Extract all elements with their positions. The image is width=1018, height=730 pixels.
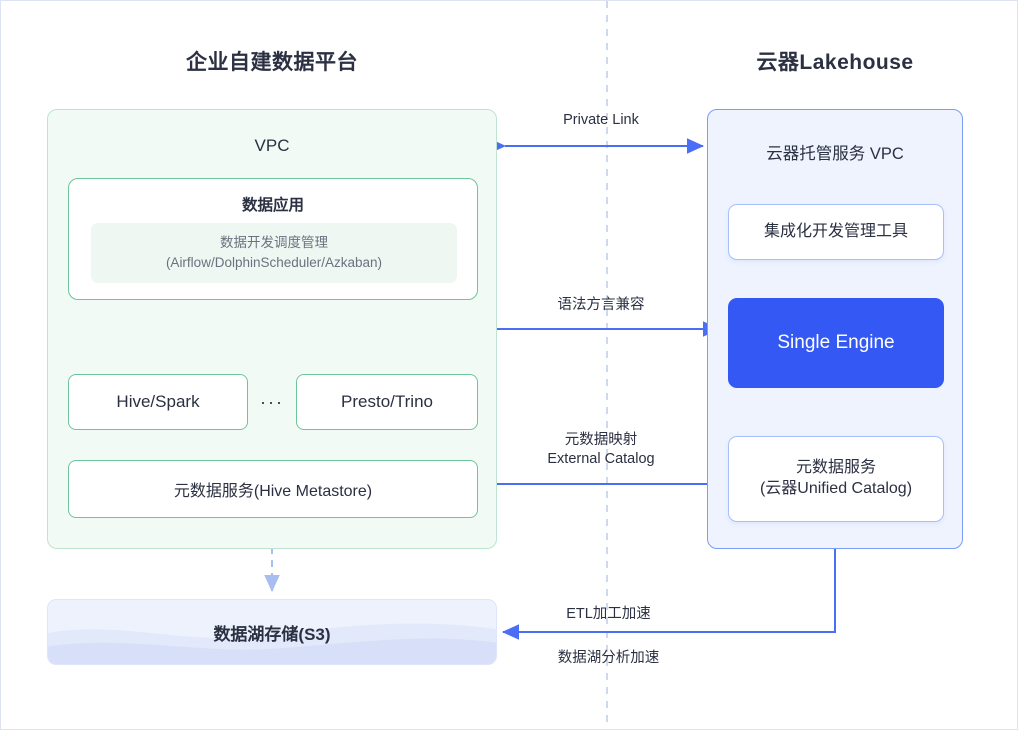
data-application-title: 数据应用 <box>241 197 304 214</box>
engine-card-hive-spark: Hive/Spark <box>68 374 248 430</box>
caption-lake-analysis-acceleration: 数据湖分析加速 <box>557 650 660 666</box>
unified-catalog-line1: 元数据服务 <box>795 459 876 477</box>
scheduler-tools: (Airflow/DolphinScheduler/Azkaban) <box>165 254 383 270</box>
engine-card-presto-trino: Presto/Trino <box>296 374 478 430</box>
unified-catalog-card: 元数据服务 (云器Unified Catalog) <box>728 436 944 522</box>
scheduler-card: 数据开发调度管理 (Airflow/DolphinScheduler/Azkab… <box>91 223 457 283</box>
data-lake-storage-label: 数据湖存储(S3) <box>213 624 331 644</box>
single-engine-label: Single Engine <box>777 332 895 353</box>
caption-etl-acceleration: ETL加工加速 <box>566 606 651 622</box>
engine-label-presto-trino: Presto/Trino <box>341 392 433 411</box>
integrated-dev-tool-card: 集成化开发管理工具 <box>728 204 944 260</box>
vpc-panel-label: VPC <box>254 136 290 155</box>
caption-syntax-compatibility: 语法方言兼容 <box>557 297 645 313</box>
integrated-dev-tool-label: 集成化开发管理工具 <box>763 222 908 240</box>
hive-metastore-card: 元数据服务(Hive Metastore) <box>68 460 478 518</box>
right-column-title: 云器Lakehouse <box>756 51 914 74</box>
managed-vpc-label: 云器托管服务 VPC <box>766 145 904 163</box>
unified-catalog-text: 元数据服务 (云器Unified Catalog) <box>729 437 943 521</box>
caption-external-catalog: External Catalog <box>547 451 655 467</box>
scheduler-title: 数据开发调度管理 <box>220 234 328 250</box>
managed-service-vpc-panel: 云器托管服务 VPC 集成化开发管理工具 Single Engine 元数据服务… <box>707 109 963 549</box>
hive-metastore-label: 元数据服务(Hive Metastore) <box>173 483 373 500</box>
left-column-title: 企业自建数据平台 <box>186 51 358 74</box>
caption-private-link: Private Link <box>563 112 639 128</box>
engine-label-hive-spark: Hive/Spark <box>116 392 200 411</box>
caption-metadata-mapping: 元数据映射 <box>564 432 638 448</box>
wave-decoration <box>48 623 496 664</box>
unified-catalog-line2: (云器Unified Catalog) <box>759 480 913 497</box>
data-lake-storage-card: 数据湖存储(S3) <box>47 599 497 665</box>
data-application-card: 数据应用 数据开发调度管理 (Airflow/DolphinScheduler/… <box>68 178 478 300</box>
enterprise-vpc-panel: VPC 数据应用 数据开发调度管理 (Airflow/DolphinSchedu… <box>47 109 497 549</box>
engine-ellipsis: ··· <box>260 391 284 412</box>
single-engine-card: Single Engine <box>728 298 944 388</box>
